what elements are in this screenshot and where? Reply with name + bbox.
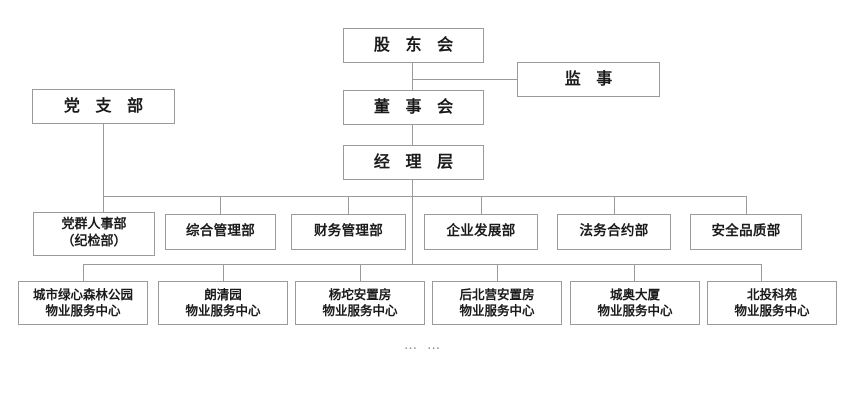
- node-shareholders-meeting[interactable]: 股 东 会: [343, 28, 484, 63]
- connector-bus-to-center-3: [360, 264, 361, 281]
- connector-bus-to-center-6: [761, 264, 762, 281]
- connector-bus-to-center-1: [83, 264, 84, 281]
- connector-bus-to-center-4: [497, 264, 498, 281]
- connector-bus-to-center-5: [634, 264, 635, 281]
- connector-bus-to-center-2: [223, 264, 224, 281]
- connector-bus-to-dept-4: [614, 196, 615, 214]
- connector-board-to-management: [412, 124, 413, 146]
- connector-bus-to-dept-5: [746, 196, 747, 214]
- connector-party-branch-down: [103, 124, 104, 214]
- node-service-center-houbeiying-resettlement-label: 后北营安置房 物业服务中心: [459, 287, 535, 318]
- node-service-center-houbeiying-resettlement[interactable]: 后北营安置房 物业服务中心: [432, 281, 562, 325]
- node-department-general-management-label: 综合管理部: [186, 223, 255, 240]
- node-management-layer-label: 经 理 层: [373, 152, 459, 172]
- node-service-center-beitou-keyuan[interactable]: 北投科苑 物业服务中心: [707, 281, 837, 325]
- node-service-center-langqingyuan[interactable]: 朗清园 物业服务中心: [158, 281, 288, 325]
- node-management-layer[interactable]: 经 理 层: [343, 145, 484, 180]
- connector-bus-to-dept-3: [481, 196, 482, 214]
- connector-shareholders-down: [412, 62, 413, 91]
- node-service-center-green-heart-forest-park-label: 城市绿心森林公园 物业服务中心: [32, 287, 133, 318]
- department-bus-line: [103, 196, 747, 197]
- node-board-of-directors-label: 董 事 会: [373, 97, 459, 117]
- footnote-ellipsis: … …: [404, 338, 444, 353]
- connector-shareholders-to-supervisor: [412, 79, 518, 80]
- connector-bus-to-dept-2: [348, 196, 349, 214]
- node-department-party-hr-label: 党群人事部 （纪检部）: [61, 217, 127, 249]
- node-service-center-chengao-building[interactable]: 城奥大厦 物业服务中心: [570, 281, 700, 325]
- node-department-legal-contract-label: 法务合约部: [579, 223, 649, 240]
- node-party-branch-label: 党 支 部: [63, 96, 149, 116]
- node-service-center-yangtuo-resettlement[interactable]: 杨坨安置房 物业服务中心: [295, 281, 425, 325]
- node-supervisor-label: 监 事: [564, 69, 618, 89]
- node-department-legal-contract[interactable]: 法务合约部: [557, 214, 671, 250]
- node-shareholders-meeting-label: 股 东 会: [373, 35, 459, 55]
- node-department-safety-quality-label: 安全品质部: [711, 223, 781, 240]
- node-service-center-langqingyuan-label: 朗清园 物业服务中心: [185, 287, 261, 318]
- connector-bus-to-dept-1: [220, 196, 221, 214]
- node-service-center-chengao-building-label: 城奥大厦 物业服务中心: [597, 287, 673, 318]
- node-supervisor[interactable]: 监 事: [517, 62, 660, 97]
- node-department-party-hr[interactable]: 党群人事部 （纪检部）: [33, 212, 155, 256]
- node-service-center-beitou-keyuan-label: 北投科苑 物业服务中心: [734, 287, 810, 318]
- service-center-bus-line: [83, 264, 761, 265]
- node-department-finance[interactable]: 财务管理部: [291, 214, 406, 250]
- node-board-of-directors[interactable]: 董 事 会: [343, 90, 484, 125]
- node-department-general-management[interactable]: 综合管理部: [165, 214, 276, 250]
- node-party-branch[interactable]: 党 支 部: [32, 89, 175, 124]
- node-service-center-green-heart-forest-park[interactable]: 城市绿心森林公园 物业服务中心: [18, 281, 148, 325]
- node-department-safety-quality[interactable]: 安全品质部: [690, 214, 802, 250]
- node-department-finance-label: 财务管理部: [314, 223, 383, 240]
- connector-management-down: [412, 180, 413, 265]
- node-department-enterprise-development[interactable]: 企业发展部: [424, 214, 538, 250]
- node-service-center-yangtuo-resettlement-label: 杨坨安置房 物业服务中心: [322, 287, 398, 318]
- node-department-enterprise-development-label: 企业发展部: [446, 223, 516, 240]
